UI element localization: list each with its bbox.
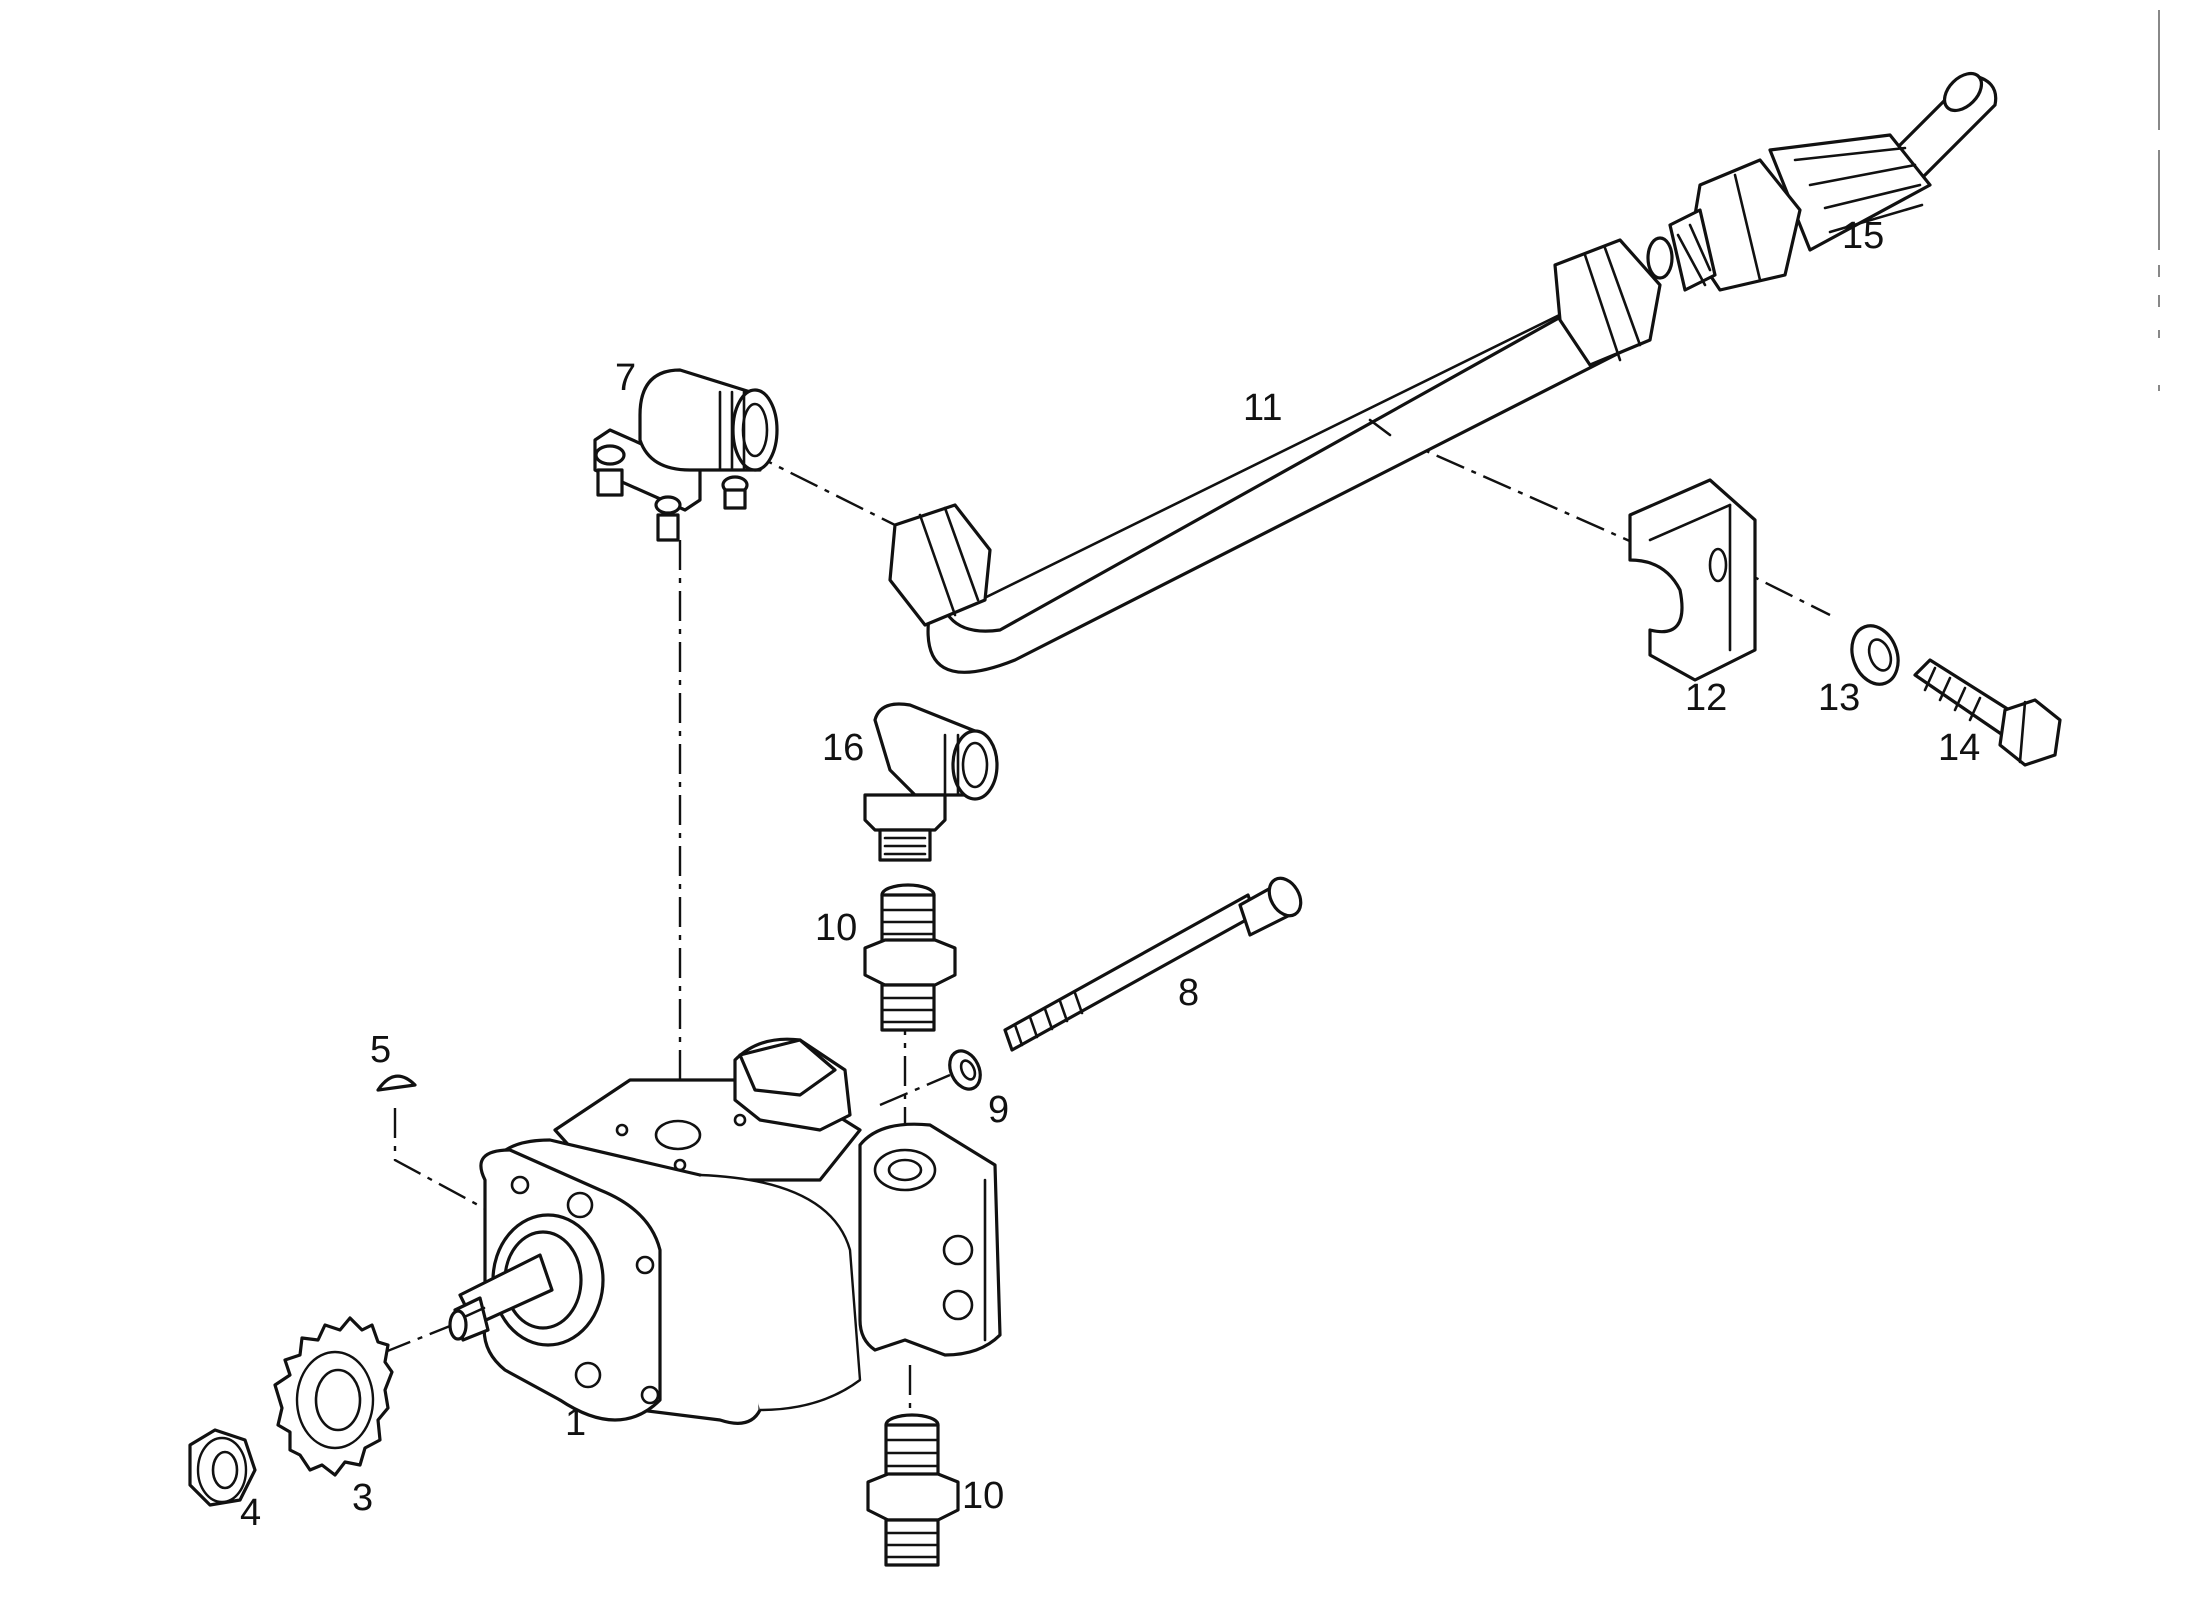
part-8-long-screw — [1003, 876, 1303, 1052]
scan-edge-marks — [2158, 0, 2160, 1624]
callout-3: 3 — [352, 1477, 373, 1519]
callout-7: 7 — [615, 357, 636, 399]
callout-14: 14 — [1938, 727, 1980, 769]
callout-16: 16 — [822, 727, 864, 769]
callout-5: 5 — [370, 1029, 391, 1071]
part-4-hex-nut — [188, 1428, 257, 1507]
part-3-drive-gear — [273, 1316, 394, 1477]
part-16-elbow-fitting — [863, 702, 999, 862]
callout-8: 8 — [1178, 972, 1199, 1014]
callout-12: 12 — [1685, 677, 1727, 719]
part-10-nipple-lower — [866, 1413, 960, 1567]
part-11-hydraulic-pipe — [888, 238, 1662, 674]
part-1-gear-pump — [448, 1037, 1002, 1425]
part-5-woodruff-key — [376, 1074, 417, 1092]
part-10-nipple-upper — [863, 883, 957, 1032]
callout-11: 11 — [1243, 387, 1282, 429]
part-15-hose-fitting — [1646, 71, 1998, 292]
part-14-hex-bolt — [1913, 658, 2062, 767]
callout-13: 13 — [1818, 677, 1860, 719]
callout-4: 4 — [240, 1492, 261, 1534]
callout-ticks — [1368, 418, 1392, 437]
part-9-seal-washer — [948, 1049, 982, 1091]
part-12-pipe-clamp — [1628, 478, 1757, 682]
part-13-washer — [1850, 624, 1900, 686]
callout-10-lower: 10 — [962, 1475, 1004, 1517]
callout-15: 15 — [1842, 215, 1884, 257]
callout-1: 1 — [565, 1402, 586, 1444]
callout-10-upper: 10 — [815, 907, 857, 949]
part-7-elbow-flange — [593, 368, 779, 542]
callout-labels: 1 3 4 5 7 8 9 10 10 11 12 13 14 15 16 — [240, 215, 1980, 1534]
callout-9: 9 — [988, 1089, 1009, 1131]
